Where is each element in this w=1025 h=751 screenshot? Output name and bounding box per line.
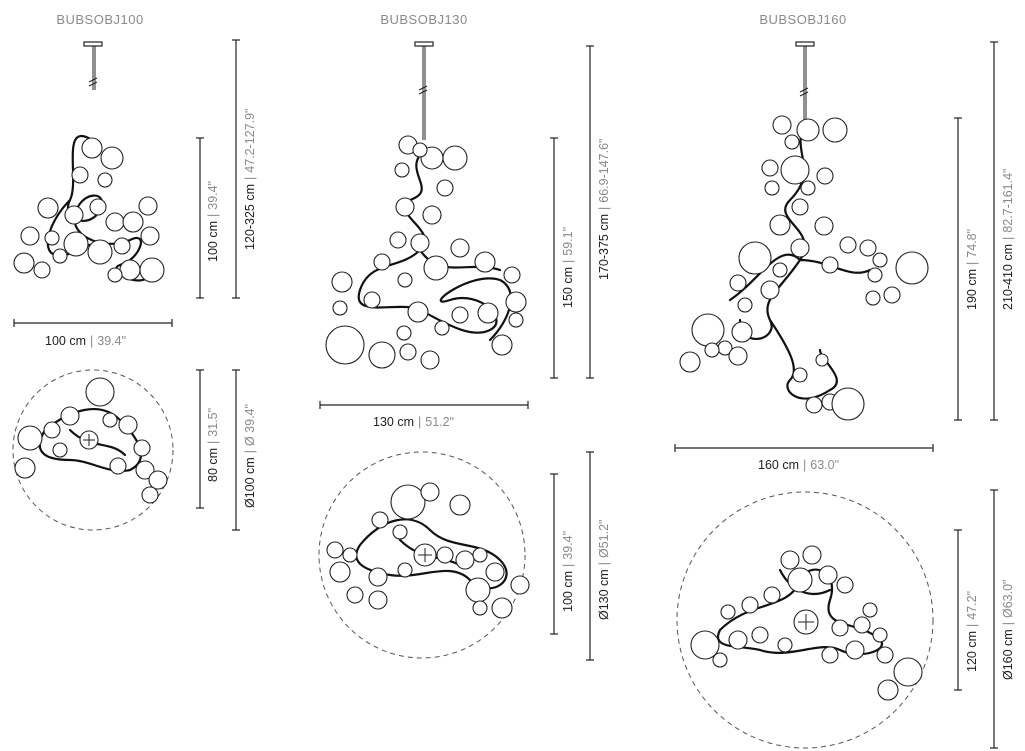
height-label-100: 100 cm|39.4": [206, 181, 220, 262]
plan-outline-160: [676, 491, 934, 749]
title-bubsobj130: BUBSOBJ130: [380, 12, 467, 27]
title-bubsobj160: BUBSOBJ160: [759, 12, 846, 27]
plan-outline-100: [12, 369, 174, 531]
plan-bubsobj100: [12, 369, 174, 531]
elevation-bubsobj130: [325, 41, 527, 370]
elevation-bubsobj100: [13, 41, 165, 283]
glass-globes: [13, 137, 165, 283]
plan-height-label-130: 100 cm|39.4": [561, 531, 575, 612]
elevation-bubsobj160: [679, 41, 929, 421]
plan-height-label-160: 120 cm|47.2": [965, 591, 979, 672]
title-bubsobj100: BUBSOBJ100: [56, 12, 143, 27]
width-label-100: 100 cm|39.4": [45, 334, 126, 348]
height-label-160: 190 cm|74.8": [965, 229, 979, 310]
plan-outline-130: [318, 451, 526, 659]
width-label-130: 130 cm|51.2": [373, 415, 454, 429]
drop-label-130: 170-375 cm|66.9-147.6": [597, 139, 611, 280]
plan-bubsobj130: [318, 451, 530, 659]
plan-diameter-label-160: Ø160 cm|Ø63.0": [1001, 580, 1015, 680]
drop-label-160: 210-410 cm|82.7-161.4": [1001, 169, 1015, 310]
ceiling-canopy: [83, 41, 103, 47]
plan-diameter-label-100: Ø100 cm|Ø 39.4": [243, 404, 257, 508]
drop-label-100: 120-325 cm|47.2-127.9": [243, 109, 257, 250]
width-label-160: 160 cm|63.0": [758, 458, 839, 472]
height-label-130: 150 cm|59.1": [561, 227, 575, 308]
plan-bubsobj160: [676, 491, 934, 749]
plan-diameter-label-130: Ø130 cm|Ø51.2": [597, 520, 611, 620]
plan-height-label-100: 80 cm|31.5": [206, 408, 220, 482]
